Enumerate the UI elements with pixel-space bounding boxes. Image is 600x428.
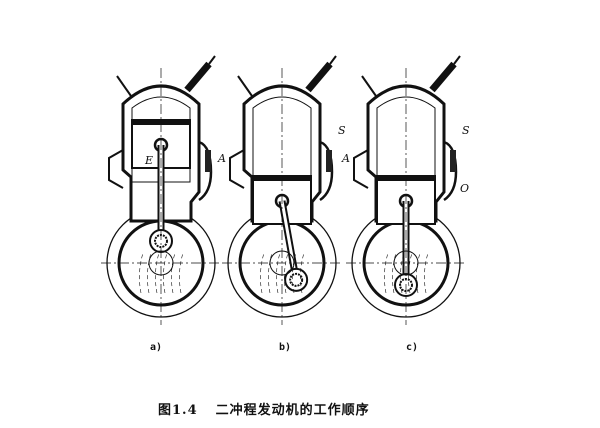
engine-panel-2: A S O xyxy=(341,55,470,325)
flow-line xyxy=(155,252,160,294)
valve-screw xyxy=(361,75,377,97)
flow-line xyxy=(424,252,429,294)
cylinder-bore xyxy=(376,96,436,183)
port-label-a: A xyxy=(341,152,350,165)
valve-screw xyxy=(116,75,132,97)
exhaust-port xyxy=(229,149,245,189)
flow-line xyxy=(284,252,289,294)
flow-line xyxy=(384,252,389,294)
figure-number: 图1.4 xyxy=(158,403,198,418)
flow-line xyxy=(163,252,168,294)
flow-line xyxy=(276,252,281,294)
port-flange xyxy=(450,150,456,172)
spark-plug xyxy=(184,61,212,93)
flow-line xyxy=(392,252,397,294)
port-label-s: S xyxy=(338,124,346,137)
figure-caption: 图1.4 二冲程发动机的工作顺序 xyxy=(158,399,388,418)
flow-line xyxy=(416,252,421,294)
engine-panel-0: E xyxy=(101,55,221,325)
flow-line xyxy=(139,252,144,294)
port-label-s: S xyxy=(462,124,470,137)
valve-screw xyxy=(237,75,253,97)
port-label-a: A xyxy=(217,152,226,165)
port-flange xyxy=(205,150,211,172)
flow-line xyxy=(268,252,273,294)
flow-line xyxy=(147,252,152,294)
exhaust-port xyxy=(108,149,124,189)
panel-a-label: a) xyxy=(150,342,163,353)
port-label-e: E xyxy=(144,154,153,167)
flow-line xyxy=(171,252,176,294)
flow-line xyxy=(179,252,184,294)
spark-plug xyxy=(429,61,457,93)
panel-b-label: b) xyxy=(279,342,292,353)
crank-bearing xyxy=(284,267,309,292)
flow-line xyxy=(292,252,297,294)
figure-title: 二冲程发动机的工作顺序 xyxy=(215,403,370,418)
flow-line xyxy=(260,252,265,294)
exhaust-port xyxy=(353,149,369,189)
flow-line xyxy=(300,252,305,294)
panel-c-label: c) xyxy=(406,342,419,353)
port-label-o: O xyxy=(460,182,469,195)
flow-line xyxy=(400,252,405,294)
spark-plug xyxy=(305,61,333,93)
engine-panel-1: AS xyxy=(217,55,346,325)
port-flange xyxy=(326,150,332,172)
cylinder-bore xyxy=(252,96,312,183)
flow-line xyxy=(408,252,413,294)
